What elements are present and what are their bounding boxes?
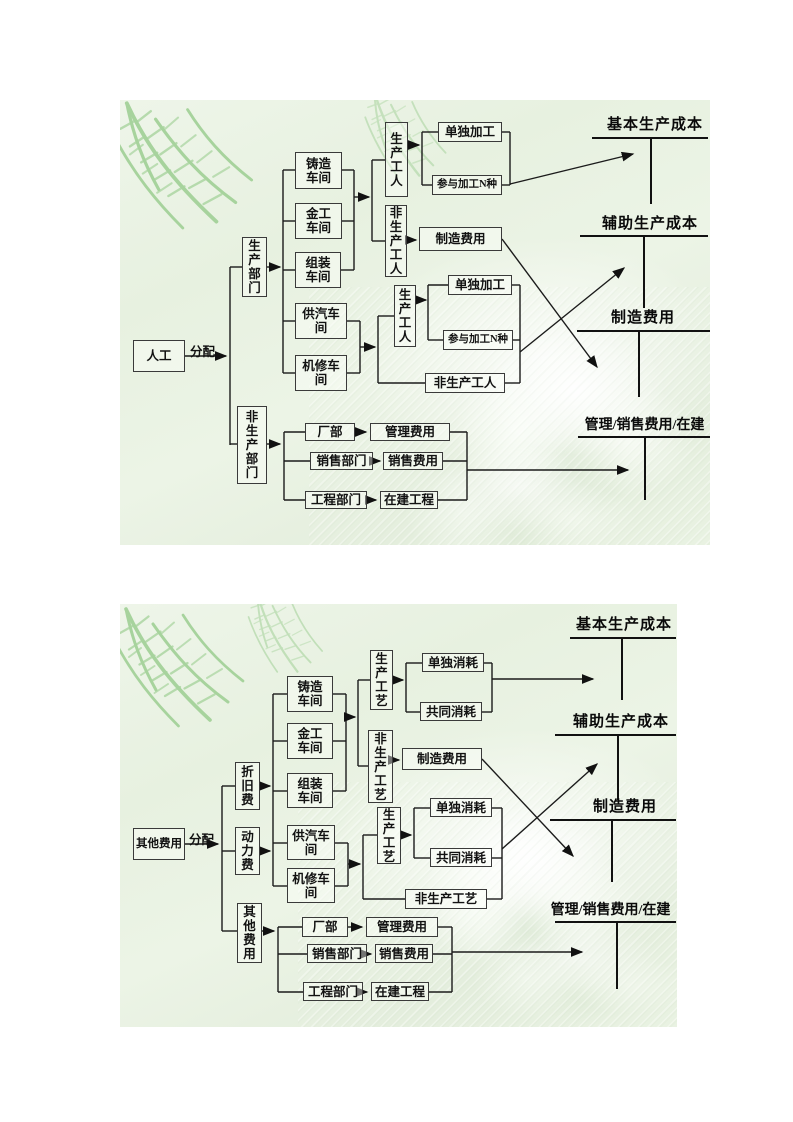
admin-expense-box: 管理费用 <box>366 917 438 937</box>
separate-processing-aux-box: 单独加工 <box>448 275 512 295</box>
t-account-auxiliary-cost: 辅助生产成本 <box>572 714 669 730</box>
factory-office-box: 厂部 <box>302 917 348 937</box>
metalwork-workshop-box: 金工 车间 <box>295 203 342 239</box>
repair-workshop-box: 机修车 间 <box>287 868 335 903</box>
depreciation-box: 折 旧 费 <box>235 762 260 810</box>
other-costs-source-box: 其他费用 <box>133 828 185 860</box>
sales-dept-box: 销售部门 <box>310 452 373 470</box>
joint-processing-basic-box: 参与加工N种 <box>432 175 502 195</box>
repair-workshop-box: 机修车 间 <box>295 355 347 391</box>
separate-consumption-basic-box: 单独消耗 <box>422 653 484 672</box>
t-account-admin-selling: 管理/销售费用/在建 <box>550 903 671 918</box>
engineering-dept-box: 工程部门 <box>303 982 363 1001</box>
production-process-aux-box: 生 产 工 艺 <box>377 807 401 864</box>
casting-workshop-box: 铸造 车间 <box>295 152 342 189</box>
separate-consumption-aux-box: 单独消耗 <box>430 798 492 817</box>
joint-consumption-basic-box: 共同消耗 <box>420 702 482 721</box>
separate-processing-basic-box: 单独加工 <box>438 122 502 142</box>
allocate-label: 分配 <box>190 345 216 359</box>
joint-consumption-aux-box: 共同消耗 <box>430 848 492 867</box>
assembly-workshop-box: 组装 车间 <box>287 773 333 808</box>
production-dept-box: 生 产 部 门 <box>242 237 267 297</box>
overhead-collect-box: 制造费用 <box>419 227 502 251</box>
t-account-overhead: 制造费用 <box>610 310 675 326</box>
assembly-workshop-box: 组装 车间 <box>295 252 341 288</box>
nonproduction-process-aux-box: 非生产工艺 <box>405 889 487 909</box>
construction-in-progress-box: 在建工程 <box>371 982 429 1001</box>
other-cost-branch-box: 其 他 费 用 <box>237 903 262 963</box>
allocate-label: 分配 <box>189 833 215 847</box>
production-workers-aux-box: 生 产 工 人 <box>394 285 416 347</box>
casting-workshop-box: 铸造 车间 <box>287 676 333 712</box>
t-account-basic-cost: 基本生产成本 <box>575 617 672 633</box>
selling-expense-box: 销售费用 <box>383 452 443 470</box>
t-account-auxiliary-cost: 辅助生产成本 <box>601 216 698 232</box>
power-cost-box: 动 力 费 <box>235 827 260 875</box>
admin-expense-box: 管理费用 <box>370 423 450 441</box>
nonproduction-workers-basic-box: 非 生 产 工 人 <box>385 205 407 277</box>
production-process-basic-box: 生 产 工 艺 <box>370 650 393 710</box>
metalwork-workshop-box: 金工 车间 <box>287 723 333 759</box>
labor-allocation-diagram: 人工 分配 生 产 部 门 非 生 产 部 门 铸造 车间 金工 车间 组装 车… <box>120 100 710 545</box>
flow-connectors <box>185 131 635 505</box>
nonproduction-workers-aux-box: 非生产工人 <box>425 373 505 393</box>
nonproduction-dept-box: 非 生 产 部 门 <box>237 406 267 484</box>
selling-expense-box: 销售费用 <box>375 944 433 963</box>
other-costs-allocation-diagram: 其他费用 分配 折 旧 费 动 力 费 其 他 费 用 铸造 车间 金工 车间 … <box>120 604 677 1027</box>
t-account-overhead: 制造费用 <box>592 799 657 815</box>
joint-processing-aux-box: 参与加工N种 <box>443 330 513 350</box>
overhead-collect-box: 制造费用 <box>402 748 482 770</box>
production-workers-basic-box: 生 产 工 人 <box>385 122 408 197</box>
t-account-basic-cost: 基本生产成本 <box>606 117 703 133</box>
labor-source-box: 人工 <box>133 340 185 372</box>
steam-workshop-box: 供汽车 间 <box>295 303 347 339</box>
sales-dept-box: 销售部门 <box>307 944 367 963</box>
t-account-admin-selling: 管理/销售费用/在建 <box>584 418 705 433</box>
factory-office-box: 厂部 <box>305 423 355 441</box>
nonproduction-process-basic-box: 非 生 产 工 艺 <box>368 730 393 803</box>
steam-workshop-box: 供汽车 间 <box>287 825 335 860</box>
engineering-dept-box: 工程部门 <box>305 491 367 509</box>
construction-in-progress-box: 在建工程 <box>380 491 438 509</box>
